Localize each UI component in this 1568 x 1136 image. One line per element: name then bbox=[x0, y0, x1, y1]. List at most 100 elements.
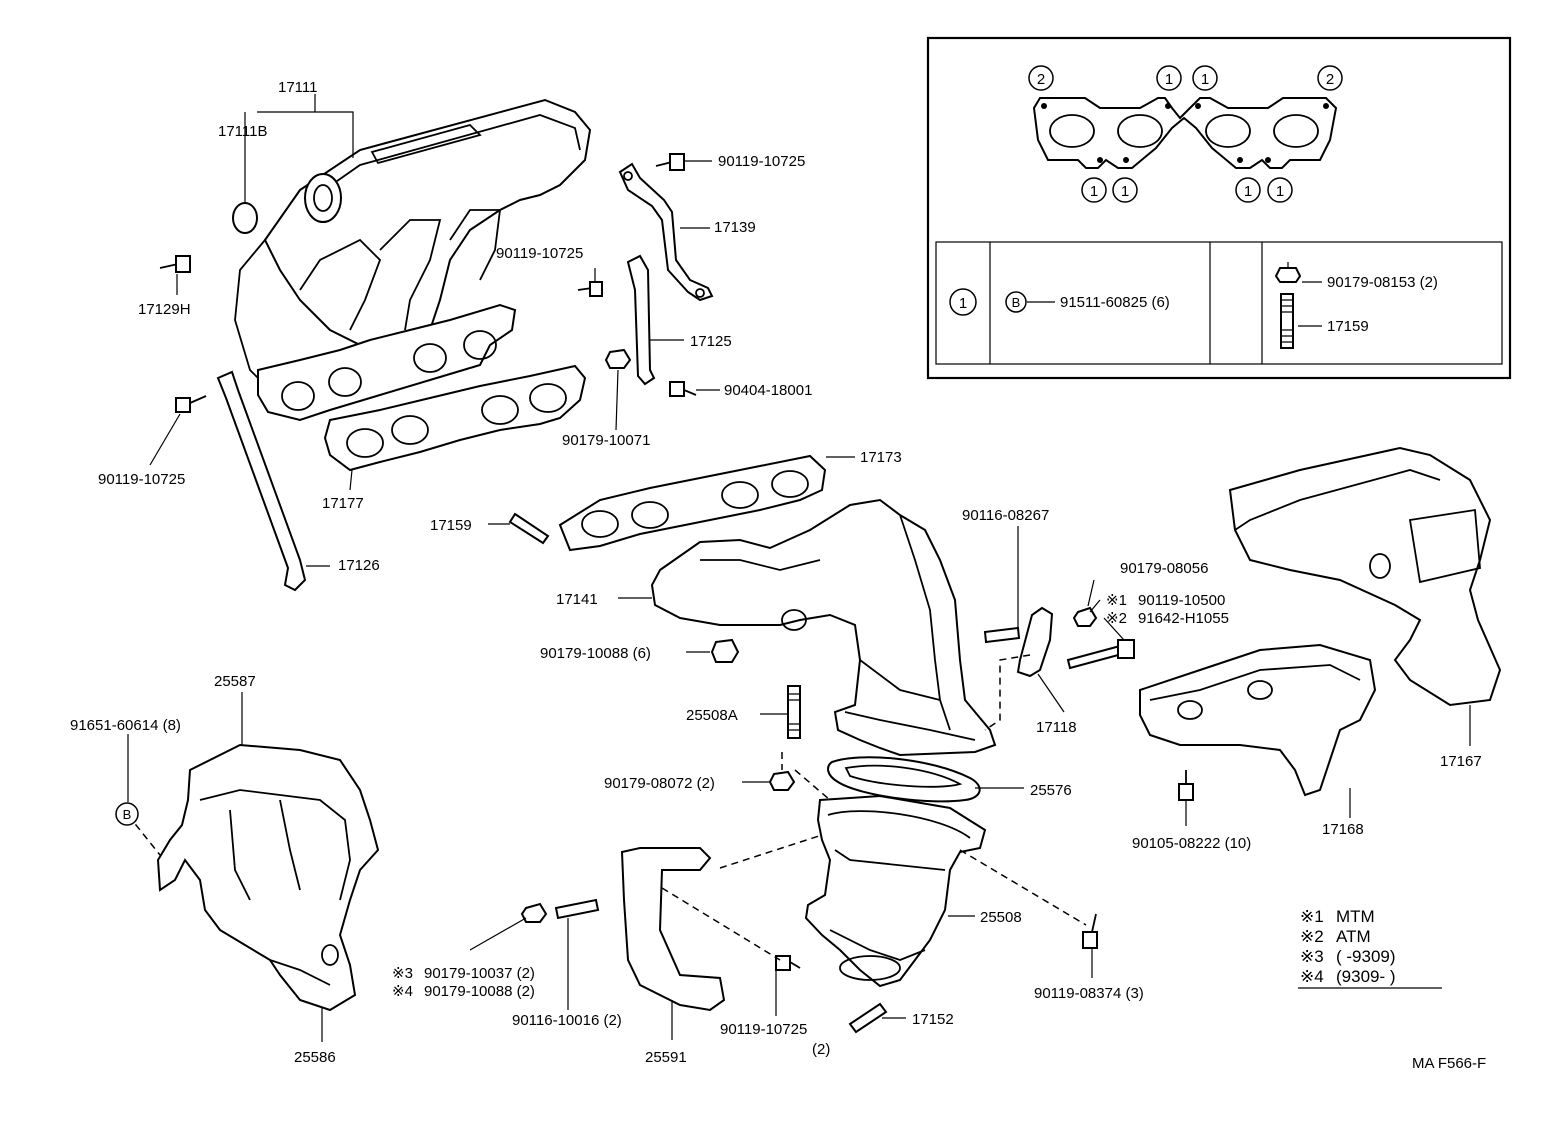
bolt-90105-08222 bbox=[1178, 770, 1194, 801]
leader-lines bbox=[127, 94, 1471, 1042]
stud-25508A bbox=[787, 685, 801, 739]
label-90179-10088-6: 90179-10088 (6) bbox=[540, 645, 651, 662]
converter-25508 bbox=[804, 794, 987, 988]
gasket-25576 bbox=[827, 756, 981, 803]
label-91651-60614: 91651-60614 (8) bbox=[70, 717, 181, 734]
stud-90116-08267 bbox=[983, 626, 1021, 644]
nut-90179-08056 bbox=[1072, 606, 1098, 627]
circle-one-label: 1 bbox=[1276, 183, 1284, 200]
label-17141: 17141 bbox=[556, 591, 598, 608]
heat-insulator-17168 bbox=[1139, 643, 1377, 797]
nut-90179-10088-6 bbox=[710, 638, 740, 663]
label-90119-10725-lower-qty: (2) bbox=[812, 1041, 830, 1058]
label-17129H: 17129H bbox=[138, 301, 191, 318]
label-17111: 17111 bbox=[278, 79, 318, 96]
label-17152: 17152 bbox=[912, 1011, 954, 1028]
label-17126: 17126 bbox=[338, 557, 380, 574]
inset-circle-labels: 2 1 1 2 1 1 1 1 bbox=[1028, 65, 1343, 203]
inset-row-circle-b: B bbox=[1012, 295, 1021, 310]
label-90116-10016: 90116-10016 (2) bbox=[512, 1012, 622, 1029]
label-90179-08056: 90179-08056 bbox=[1120, 560, 1208, 577]
bolt-17129H bbox=[159, 255, 191, 273]
label-17159: 17159 bbox=[430, 517, 472, 534]
label-90116-08267: 90116-08267 bbox=[962, 507, 1049, 524]
label-25586: 25586 bbox=[294, 1049, 336, 1066]
label-90179-10088-2: 90179-10088 (2) bbox=[424, 983, 535, 1000]
circle-one-label: 1 bbox=[1165, 71, 1173, 88]
bolt-90404-18001 bbox=[669, 381, 697, 397]
label-90404-18001: 90404-18001 bbox=[724, 382, 812, 399]
mark-1: ※1 bbox=[1106, 592, 1127, 609]
nut-90179-10071 bbox=[604, 348, 632, 369]
label-90105-08222: 90105-08222 (10) bbox=[1132, 835, 1251, 852]
label-90119-10725-mid: 90119-10725 bbox=[496, 245, 583, 262]
label-25508: 25508 bbox=[980, 909, 1022, 926]
label-91642-H1055: 91642-H1055 bbox=[1138, 610, 1229, 627]
bolt-90119-10725-lower bbox=[775, 955, 801, 971]
bracket-17139 bbox=[618, 162, 714, 302]
gasket-17177 bbox=[323, 364, 587, 472]
variant-legend: ※1 MTM ※2 ATM ※3 ( -9309) ※4 (9309- ) bbox=[1298, 907, 1442, 989]
label-17173: 17173 bbox=[860, 449, 902, 466]
legend-mark-2: ※2 bbox=[1300, 927, 1324, 946]
legend-atm: ATM bbox=[1336, 927, 1371, 946]
circle-two-label: 2 bbox=[1037, 71, 1045, 88]
circle-two-label: 2 bbox=[1326, 71, 1334, 88]
label-90179-08153: 90179-08153 (2) bbox=[1327, 274, 1438, 291]
bracket-17118 bbox=[1016, 606, 1054, 678]
circle-b-marker bbox=[115, 802, 139, 826]
inset-row-circle-one: 1 bbox=[959, 295, 967, 312]
bolt-90119-08374 bbox=[1082, 913, 1098, 949]
label-90179-08072: 90179-08072 (2) bbox=[604, 775, 715, 792]
heat-insulator-25587 bbox=[156, 743, 380, 1012]
label-90119-10725-lower: 90119-10725 bbox=[720, 1021, 807, 1038]
label-25576: 25576 bbox=[1030, 782, 1072, 799]
label-90119-08374: 90119-08374 (3) bbox=[1034, 985, 1144, 1002]
ring-17111B bbox=[232, 202, 258, 234]
label-25591: 25591 bbox=[645, 1049, 687, 1066]
stud-icon bbox=[1280, 293, 1294, 349]
bolt-90119-10725-mid bbox=[577, 281, 603, 297]
diagram-code: MA F566-F bbox=[1412, 1055, 1486, 1072]
label-17167: 17167 bbox=[1440, 753, 1482, 770]
mark-2: ※2 bbox=[1106, 610, 1127, 627]
exhaust-manifold-17141 bbox=[650, 498, 997, 757]
label-17177: 17177 bbox=[322, 495, 364, 512]
circle-one-label: 1 bbox=[1090, 183, 1098, 200]
stud-17159 bbox=[508, 512, 550, 545]
gasket-detail-inset: 2 1 1 2 1 1 1 1 1 B 91511-60825 (6) bbox=[926, 36, 1512, 380]
legend-mtm: MTM bbox=[1336, 907, 1375, 926]
circle-b-label: B bbox=[123, 807, 132, 822]
label-17159-inset: 17159 bbox=[1327, 318, 1369, 335]
label-17118: 17118 bbox=[1036, 719, 1077, 736]
label-90179-10037: 90179-10037 (2) bbox=[424, 965, 535, 982]
label-25508A: 25508A bbox=[686, 707, 738, 724]
stay-17126 bbox=[216, 370, 307, 592]
stud-17152 bbox=[848, 1002, 888, 1034]
legend-mark-3: ※3 bbox=[1300, 947, 1324, 966]
label-17139: 17139 bbox=[714, 219, 756, 236]
label-17111B: 17111B bbox=[218, 123, 268, 140]
bolt-90119-10725-top bbox=[655, 153, 685, 171]
manifold-upper-assembly bbox=[234, 98, 592, 422]
gasket-17173 bbox=[558, 454, 827, 552]
label-91511-60825: 91511-60825 (6) bbox=[1060, 294, 1170, 311]
legend-range-3: ( -9309) bbox=[1336, 947, 1396, 966]
nut-90179-10037 bbox=[520, 902, 548, 923]
legend-mark-1: ※1 bbox=[1300, 907, 1324, 926]
circle-one-label: 1 bbox=[1201, 71, 1209, 88]
legend-mark-4: ※4 bbox=[1300, 967, 1324, 986]
circle-one-label: 1 bbox=[1121, 183, 1129, 200]
stud-90116-10016 bbox=[554, 898, 600, 920]
part-labels: 17111 17111B 17129H 90119-10725 90119-10… bbox=[70, 79, 1482, 1066]
assembly-dashed-lines bbox=[127, 654, 1087, 961]
stay-17125 bbox=[626, 254, 656, 386]
circle-one-label: 1 bbox=[1244, 183, 1252, 200]
mark-3: ※3 bbox=[392, 965, 413, 982]
label-17168: 17168 bbox=[1322, 821, 1364, 838]
label-90119-10725-top: 90119-10725 bbox=[718, 153, 805, 170]
bolt-90119-10725-left bbox=[175, 395, 207, 413]
legend-range-4: (9309- ) bbox=[1336, 967, 1396, 986]
label-90119-10725-left: 90119-10725 bbox=[98, 471, 185, 488]
